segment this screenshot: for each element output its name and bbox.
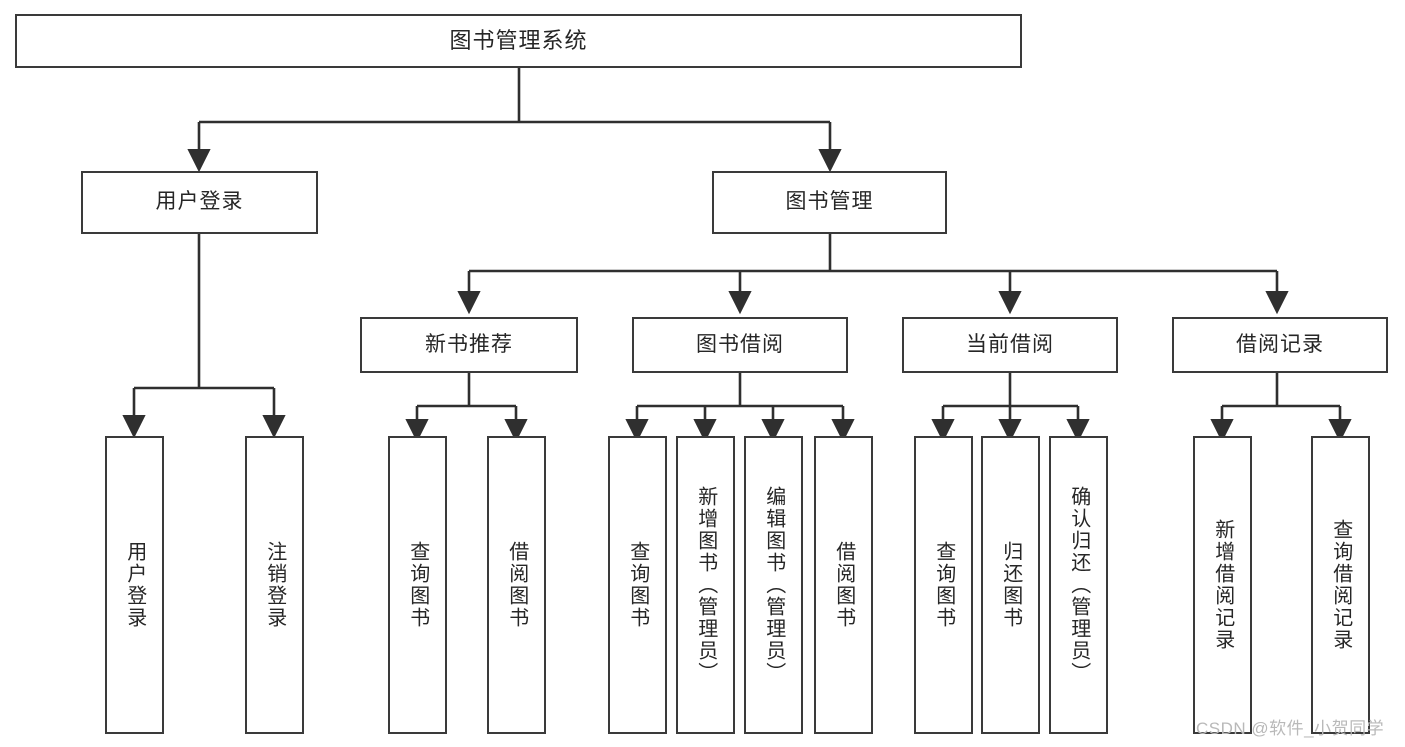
leaf-node-label: 借阅图书 — [505, 541, 528, 629]
node-current-borrow-label: 当前借阅 — [966, 332, 1054, 356]
leaf-node[interactable]: 新增借阅记录 — [1193, 436, 1252, 734]
leaf-node[interactable]: 用户登录 — [105, 436, 164, 734]
leaf-node[interactable]: 借阅图书 — [814, 436, 873, 734]
leaf-node-label: 确认归还（管理员） — [1067, 486, 1090, 684]
leaf-node[interactable]: 借阅图书 — [487, 436, 546, 734]
leaf-node-label: 查询图书 — [406, 541, 429, 629]
leaf-node[interactable]: 归还图书 — [981, 436, 1040, 734]
leaf-node[interactable]: 查询借阅记录 — [1311, 436, 1370, 734]
leaf-node-label: 注销登录 — [263, 541, 286, 629]
leaf-node-label: 归还图书 — [999, 541, 1022, 629]
node-user-login[interactable]: 用户登录 — [81, 171, 318, 234]
node-book-borrow-label: 图书借阅 — [696, 332, 784, 356]
leaf-node[interactable]: 查询图书 — [608, 436, 667, 734]
node-new-book-recommend-label: 新书推荐 — [425, 332, 513, 356]
node-root[interactable]: 图书管理系统 — [15, 14, 1022, 68]
leaf-node-label: 借阅图书 — [832, 541, 855, 629]
leaf-node[interactable]: 查询图书 — [388, 436, 447, 734]
leaf-node-label: 查询图书 — [932, 541, 955, 629]
node-book-management[interactable]: 图书管理 — [712, 171, 947, 234]
leaf-node-label: 用户登录 — [123, 541, 146, 629]
leaf-node[interactable]: 新增图书（管理员） — [676, 436, 735, 734]
node-user-login-label: 用户登录 — [155, 190, 244, 214]
leaf-node[interactable]: 确认归还（管理员） — [1049, 436, 1108, 734]
node-root-label: 图书管理系统 — [449, 28, 588, 54]
node-borrow-record-label: 借阅记录 — [1236, 332, 1324, 356]
node-new-book-recommend[interactable]: 新书推荐 — [360, 317, 578, 373]
leaf-node[interactable]: 编辑图书（管理员） — [744, 436, 803, 734]
leaf-node-label: 查询借阅记录 — [1329, 519, 1352, 651]
leaf-node-label: 编辑图书（管理员） — [762, 486, 785, 684]
leaf-node-label: 查询图书 — [626, 541, 649, 629]
node-book-borrow[interactable]: 图书借阅 — [632, 317, 848, 373]
node-borrow-record[interactable]: 借阅记录 — [1172, 317, 1388, 373]
leaf-node[interactable]: 查询图书 — [914, 436, 973, 734]
leaf-node[interactable]: 注销登录 — [245, 436, 304, 734]
csdn-watermark: CSDN @软件_小贺同学 — [1196, 719, 1385, 738]
node-current-borrow[interactable]: 当前借阅 — [902, 317, 1118, 373]
node-book-management-label: 图书管理 — [785, 190, 874, 214]
leaf-node-label: 新增图书（管理员） — [694, 486, 717, 684]
leaf-node-label: 新增借阅记录 — [1211, 519, 1234, 651]
